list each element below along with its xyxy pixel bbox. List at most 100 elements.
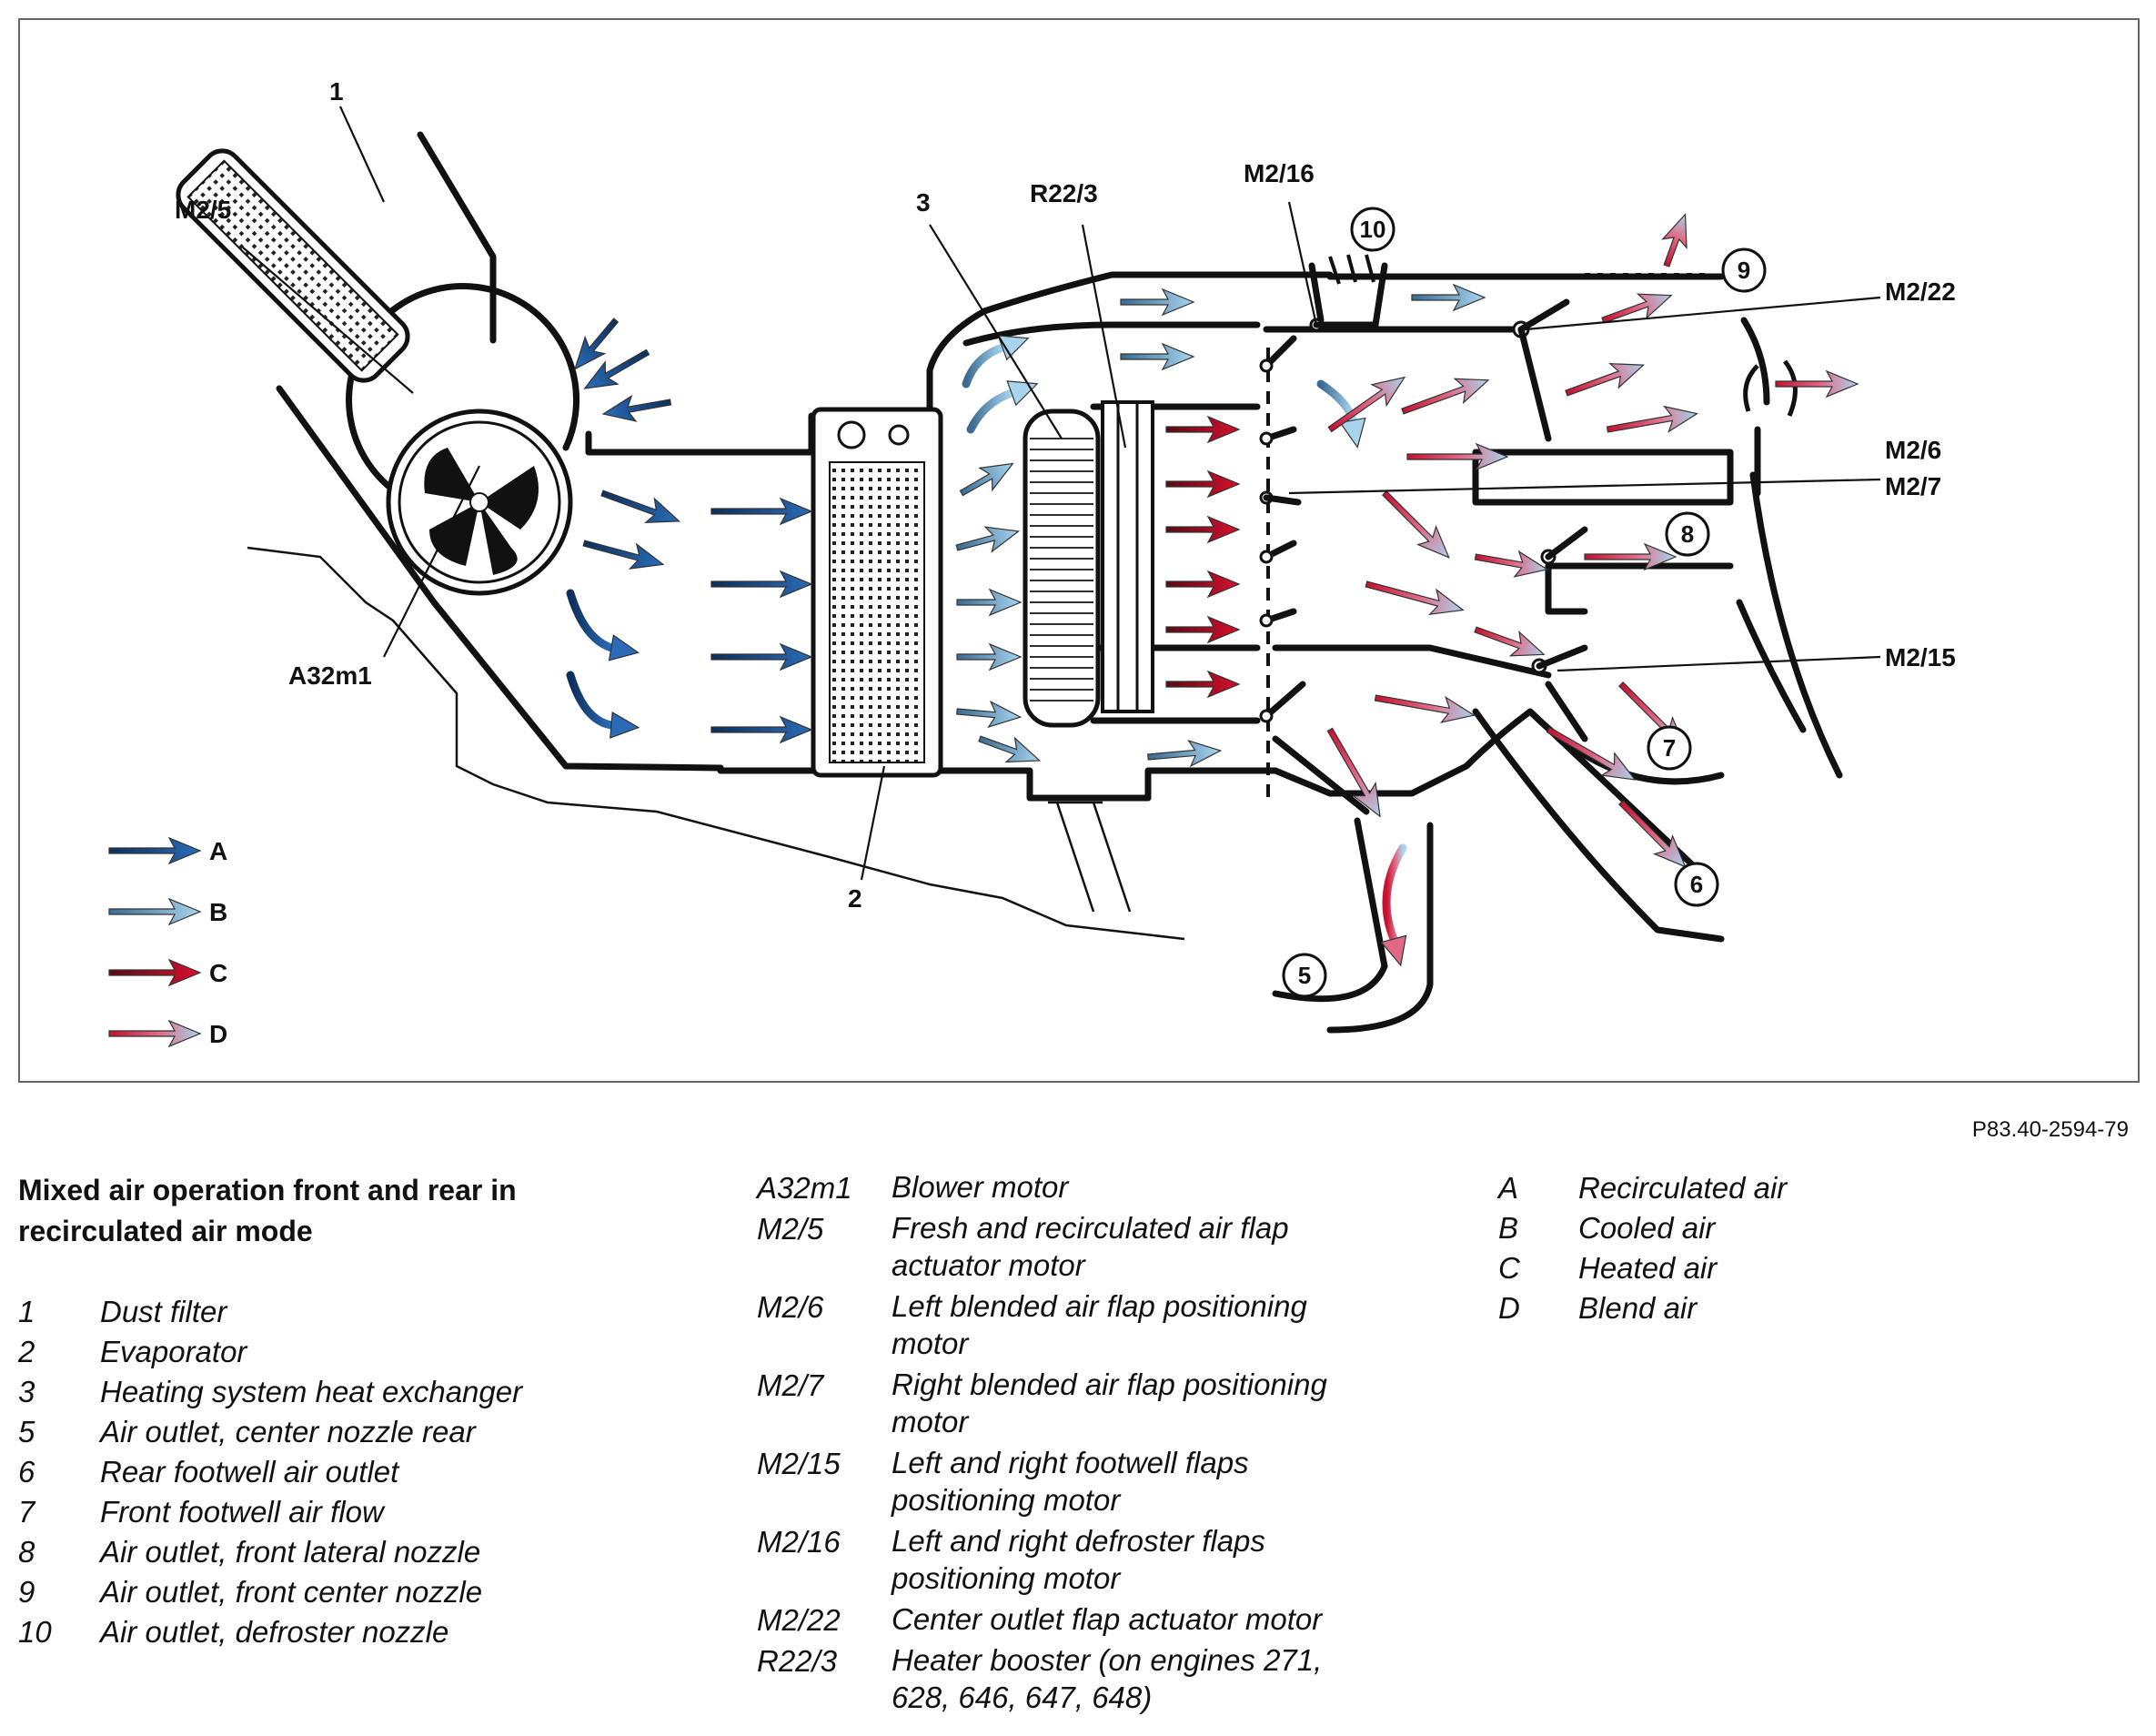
flow-arrow-a — [601, 394, 672, 422]
legend-key: 2 — [18, 1335, 35, 1368]
legend-key: A — [1498, 1171, 1519, 1205]
flow-arrow-d — [1474, 550, 1549, 578]
dust-filter — [176, 148, 410, 383]
legend-key: 9 — [18, 1575, 35, 1609]
component-legend-row: M2/7 Right blended air flap positioning m… — [757, 1366, 1383, 1444]
label-outlet-9: 9 — [1738, 257, 1750, 284]
label-m2-15: M2/15 — [1885, 643, 1956, 671]
flow-arrow-d — [1618, 800, 1687, 868]
legend-key: 6 — [18, 1455, 35, 1489]
numbered-legend-row: 3 Heating system heat exchanger — [18, 1372, 522, 1412]
label-m2-16: M2/16 — [1244, 159, 1315, 187]
label-outlet-6: 6 — [1690, 871, 1703, 898]
legend-text: Air outlet, defroster nozzle — [100, 1615, 449, 1649]
label-m2-6: M2/6 — [1885, 436, 1941, 464]
component-legend-row: M2/15 Left and right footwell flaps posit… — [757, 1444, 1383, 1522]
flow-arrow-d — [1546, 726, 1637, 781]
component-legend-row: M2/6 Left blended air flap positioning mo… — [757, 1287, 1383, 1366]
flow-arrow-d — [1775, 369, 1859, 399]
legend-text: Heated air — [1578, 1251, 1718, 1285]
flow-key-letter: A — [209, 837, 227, 865]
flow-arrow-c — [1165, 615, 1241, 644]
label-outlet-8: 8 — [1681, 520, 1694, 548]
flow-arrows — [566, 213, 1859, 967]
flow-arrow-c — [1165, 670, 1241, 699]
flow-arrow-d — [1326, 727, 1381, 818]
legend-text: Front footwell air flow — [100, 1495, 384, 1529]
legend-key: A32m1 — [757, 1171, 852, 1205]
flow-arrow-c — [1165, 515, 1241, 544]
legend-key: D — [1498, 1291, 1520, 1325]
figure-code: P83.40-2594-79 — [1971, 1117, 2129, 1142]
flow-arrow-b — [962, 335, 1030, 389]
flow-key-arrow-c — [108, 958, 202, 987]
numbered-legend-row: 7 Front footwell air flow — [18, 1492, 522, 1532]
legend-text: Heating system heat exchanger — [100, 1375, 523, 1408]
housing-walls — [247, 131, 1843, 1034]
legend-key: 3 — [18, 1375, 35, 1408]
legend-text: Evaporator — [100, 1335, 247, 1368]
legend-text: Air outlet, front center nozzle — [100, 1575, 483, 1609]
flow-arrow-b — [1120, 288, 1195, 317]
label-outlet-10: 10 — [1360, 216, 1386, 243]
legend-text: Left blended air flap positioning motor — [892, 1289, 1307, 1360]
diagram-frame: 1 M2/5 A32m1 3 R22/3 M2/16 M2/22 M2/6 M2… — [18, 18, 2140, 1083]
outlet-markers — [1282, 207, 1767, 998]
flow-arrow-c — [1165, 415, 1241, 444]
legend-text: Air outlet, center nozzle rear — [100, 1415, 476, 1448]
flow-arrow-d — [1565, 363, 1646, 397]
flow-arrow-d — [1365, 580, 1465, 616]
flow-key-arrow-b — [108, 897, 202, 926]
flow-arrow-d — [1382, 490, 1450, 559]
legend-key: B — [1498, 1211, 1519, 1245]
legend-text: Heater booster (on engines 271, 628, 646… — [892, 1643, 1323, 1714]
flow-arrow-c — [1165, 469, 1241, 499]
flow-arrow-b — [1411, 283, 1486, 312]
legend-text: Cooled air — [1578, 1211, 1716, 1245]
legend-key: M2/15 — [757, 1447, 841, 1480]
flow-key-arrow-a — [108, 836, 202, 865]
legend-key: M2/5 — [757, 1212, 824, 1246]
label-outlet-5: 5 — [1298, 962, 1311, 989]
legend-key: M2/22 — [757, 1603, 841, 1637]
legend-key: M2/6 — [757, 1290, 824, 1324]
heat-exchanger — [1023, 400, 1154, 728]
flow-arrow-d — [1606, 405, 1699, 433]
flow-arrow-d — [1401, 378, 1490, 415]
flow-arrow-b — [1120, 342, 1195, 371]
legend-key: 7 — [18, 1495, 35, 1529]
label-m2-5: M2/5 — [175, 196, 231, 224]
label-outlet-7: 7 — [1663, 734, 1676, 762]
legend-text: Recirculated air — [1578, 1171, 1788, 1205]
flow-arrow-d — [1406, 442, 1509, 471]
legend-text: Blend air — [1578, 1291, 1698, 1325]
legend-text: Left and right footwell flaps positionin… — [892, 1446, 1249, 1517]
evaporator — [811, 407, 943, 778]
flow-arrow-a — [582, 540, 665, 570]
flow-arrow-b — [1147, 739, 1223, 768]
flow-legend-row: D Blend air — [1498, 1288, 1787, 1328]
flow-arrow-d — [1327, 376, 1406, 433]
flow-arrow-b — [978, 735, 1042, 763]
label-heat-exchanger: 3 — [916, 188, 931, 217]
flow-arrow-d — [1601, 293, 1673, 324]
legend-text: Right blended air flap positioning motor — [892, 1368, 1327, 1438]
blower-wheel — [386, 409, 573, 596]
legend-key: R22/3 — [757, 1644, 838, 1678]
legend-key: M2/7 — [757, 1368, 824, 1402]
flow-key-arrow-d — [108, 1019, 202, 1048]
airflow-diagram: 1 M2/5 A32m1 3 R22/3 M2/16 M2/22 M2/6 M2… — [108, 77, 1956, 1048]
flow-arrow-d — [1661, 213, 1688, 267]
